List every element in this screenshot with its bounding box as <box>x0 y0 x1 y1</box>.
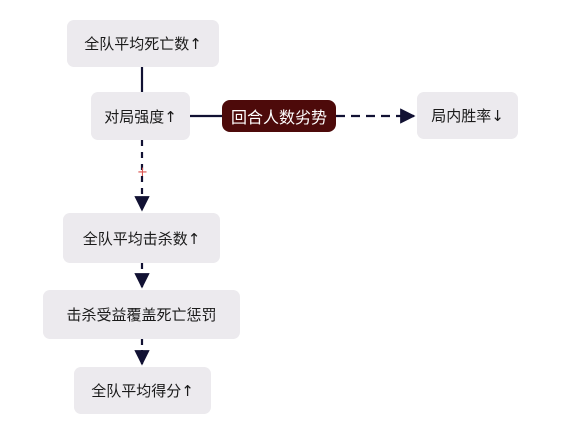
node-kill-benefit[interactable]: 击杀受益覆盖死亡惩罚 <box>43 290 240 339</box>
edge-sign-plus: + <box>137 165 148 180</box>
node-round-disadvantage[interactable]: 回合人数劣势 <box>222 100 336 132</box>
node-match-intensity[interactable]: 对局强度↑ <box>91 92 190 140</box>
node-team-avg-kills[interactable]: 全队平均击杀数↑ <box>63 213 220 263</box>
node-team-avg-deaths[interactable]: 全队平均死亡数↑ <box>67 20 219 67</box>
node-team-avg-score[interactable]: 全队平均得分↑ <box>74 367 211 414</box>
node-round-win-rate[interactable]: 局内胜率↓ <box>417 92 518 139</box>
